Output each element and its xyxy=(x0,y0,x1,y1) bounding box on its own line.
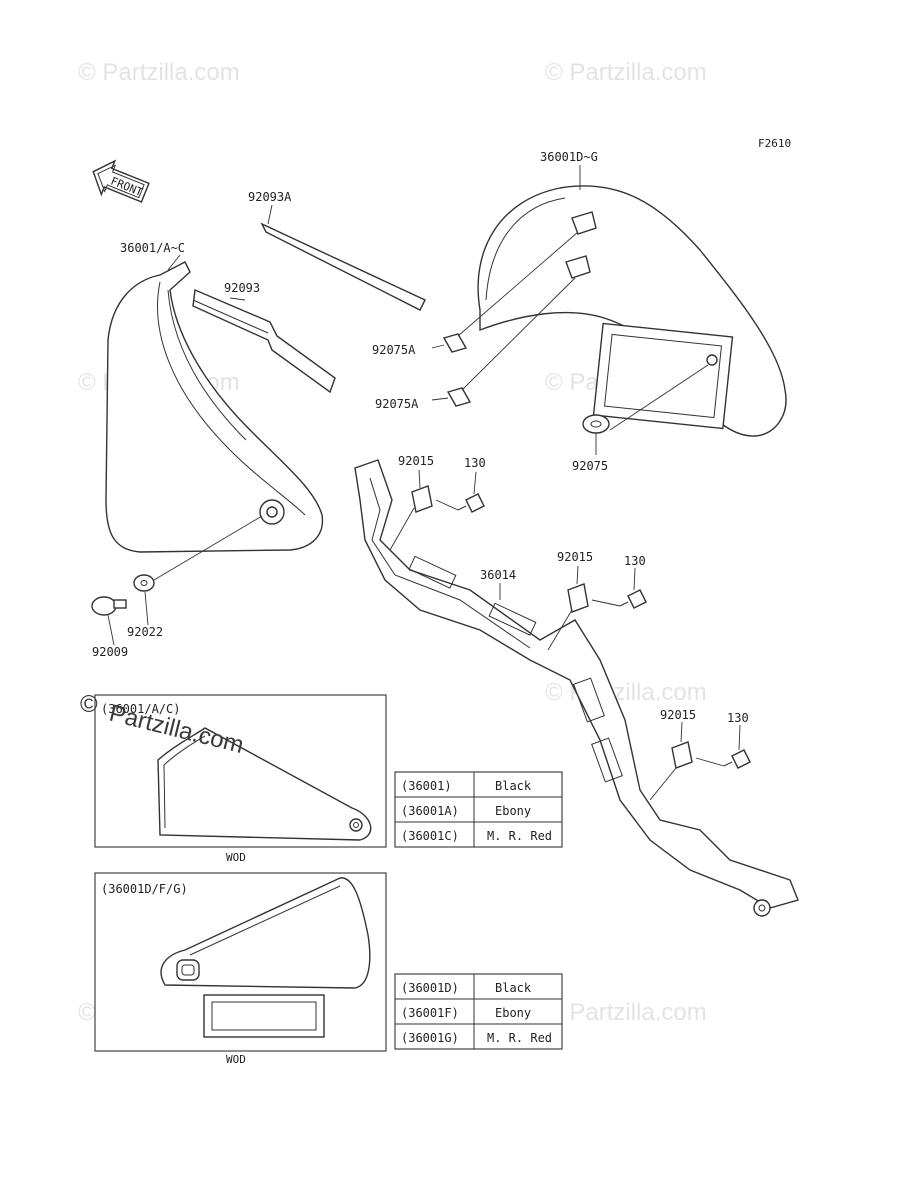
inset-36001D-F-G: (36001D/F/G) WOD xyxy=(94,872,387,1066)
bracket-36014 xyxy=(354,459,799,917)
washer-92022 xyxy=(133,574,155,592)
watermark-1: © Partzilla.com xyxy=(78,59,240,86)
bolt-130-1 xyxy=(457,493,485,513)
watermark-dark-symbol: © xyxy=(80,691,98,718)
table-1-code-2: (36001C) xyxy=(401,829,459,843)
table-1-code-1: (36001A) xyxy=(401,804,459,818)
callout-130-2: 130 xyxy=(624,554,646,568)
front-arrow: FRONT xyxy=(92,159,150,203)
table-1-color-2: M. R. Red xyxy=(487,829,552,843)
inset-36001-A-C: (36001/A/C) WOD xyxy=(94,694,387,864)
callout-36001D-G: 36001D~G xyxy=(540,150,598,164)
callout-130-1: 130 xyxy=(464,456,486,470)
table-2-color-1: Ebony xyxy=(495,1006,531,1020)
callout-36014: 36014 xyxy=(480,568,516,582)
nut-92015-3 xyxy=(671,741,693,769)
nut-92015-2 xyxy=(567,583,589,613)
trim-strip-92093A xyxy=(260,222,426,311)
callout-92022: 92022 xyxy=(127,625,163,639)
nut-92015-1 xyxy=(411,485,433,513)
callout-92093: 92093 xyxy=(224,281,260,295)
callout-92075A-upper: 92075A xyxy=(372,343,416,357)
callout-92075A-lower: 92075A xyxy=(375,397,419,411)
left-side-cover xyxy=(105,261,324,553)
clip-92075A-lower xyxy=(446,387,472,407)
front-arrow-icon xyxy=(92,159,150,203)
inset-2-caption: WOD xyxy=(226,1053,246,1066)
inset-1-title: (36001/A/C) xyxy=(101,702,180,716)
right-side-cover xyxy=(477,185,787,437)
callout-92015-1: 92015 xyxy=(398,454,434,468)
table-1-color-0: Black xyxy=(495,779,532,793)
color-table-2: (36001D) Black (36001F) Ebony (36001G) M… xyxy=(394,973,563,1050)
color-table-1: (36001) Black (36001A) Ebony (36001C) M.… xyxy=(394,771,563,848)
watermark-2: © Partzilla.com xyxy=(545,59,707,86)
table-2-color-2: M. R. Red xyxy=(487,1031,552,1045)
figure-code: F2610 xyxy=(758,137,791,150)
watermark-5: © Partzilla.com xyxy=(545,679,707,706)
inset-2-title: (36001D/F/G) xyxy=(101,882,188,896)
clip-92075A-upper xyxy=(442,333,468,353)
screw-92009 xyxy=(91,596,127,616)
callout-92015-3: 92015 xyxy=(660,708,696,722)
table-2-color-0: Black xyxy=(495,981,532,995)
callout-92009: 92009 xyxy=(92,645,128,659)
watermark-7: © Partzilla.com xyxy=(545,999,707,1026)
table-1-color-1: Ebony xyxy=(495,804,531,818)
callout-labels: 36001D~G 36001/A~C 92093A 92093 92075A 9… xyxy=(92,150,749,725)
inset-1-caption: WOD xyxy=(226,851,246,864)
bolt-130-2 xyxy=(619,589,647,609)
callout-36001-A-C: 36001/A~C xyxy=(120,241,185,255)
grommet-92075 xyxy=(582,414,610,434)
leader-lines xyxy=(107,165,741,801)
callout-130-3: 130 xyxy=(727,711,749,725)
table-2-code-0: (36001D) xyxy=(401,981,459,995)
callout-92075: 92075 xyxy=(572,459,608,473)
bolt-130-3 xyxy=(723,749,751,769)
table-1-code-0: (36001) xyxy=(401,779,452,793)
callout-92093A: 92093A xyxy=(248,190,292,204)
callout-92015-2: 92015 xyxy=(557,550,593,564)
trim-strip-92093 xyxy=(192,288,336,394)
table-2-code-2: (36001G) xyxy=(401,1031,459,1045)
table-2-code-1: (36001F) xyxy=(401,1006,459,1020)
